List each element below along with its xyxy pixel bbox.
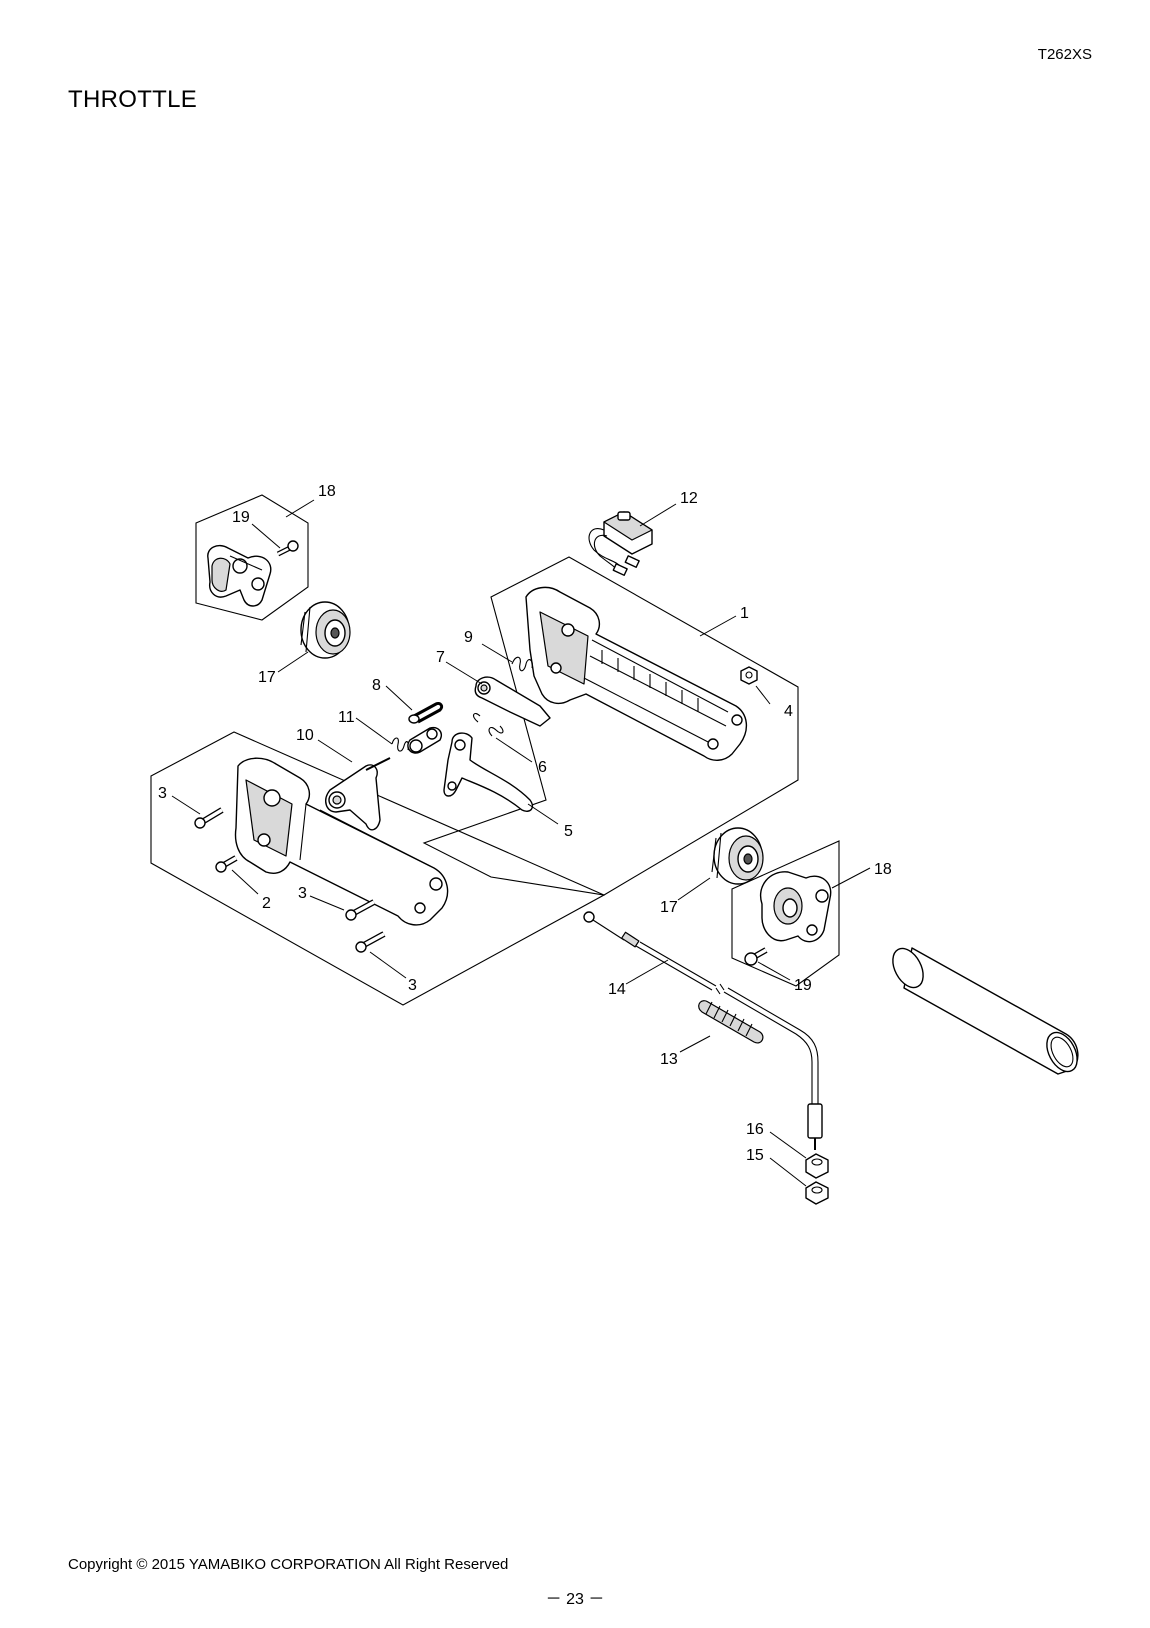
shaft-tube <box>892 947 1079 1075</box>
spring-tube-13 <box>698 1000 764 1044</box>
gear-ring-17-lower <box>711 827 764 885</box>
page-title: THROTTLE <box>68 86 198 113</box>
nut-4 <box>740 666 758 685</box>
callout-13: 13 <box>660 1051 678 1068</box>
frame-clamp-upper <box>195 494 309 621</box>
callout-3-middle: 3 <box>298 885 307 902</box>
spring-11 <box>391 737 410 752</box>
callout-11: 11 <box>338 709 355 726</box>
callout-17-lower: 17 <box>660 899 678 916</box>
callout-3-upper: 3 <box>158 785 167 802</box>
model-number: T262XS <box>1037 46 1092 63</box>
screw-2 <box>215 855 238 873</box>
frame-handle-cover-assembly <box>422 556 799 896</box>
pin-8 <box>408 702 444 724</box>
callout-19-upper: 19 <box>232 509 250 526</box>
lockout-lever-7 <box>474 676 551 727</box>
screw-3-lower <box>355 931 386 953</box>
linkage-part <box>407 726 442 754</box>
lower-clamp-part <box>759 871 832 943</box>
callout-18-lower: 18 <box>874 861 892 878</box>
callout-19-lower: 19 <box>794 977 812 994</box>
callout-6: 6 <box>538 759 547 776</box>
callout-2: 2 <box>262 895 271 912</box>
callout-4: 4 <box>784 703 793 720</box>
callout-15: 15 <box>746 1147 764 1164</box>
callout-9: 9 <box>464 629 473 646</box>
throttle-cable-14 <box>583 911 823 1150</box>
callout-17-upper: 17 <box>258 669 276 686</box>
stop-switch-12 <box>588 511 653 576</box>
screw-3-upper <box>194 807 224 829</box>
copyright-notice: Copyright © 2015 YAMABIKO CORPORATION Al… <box>68 1556 509 1573</box>
callout-1: 1 <box>740 605 749 622</box>
handle-lower <box>234 757 449 926</box>
nut-16 <box>805 1153 829 1179</box>
spring-9 <box>511 656 533 672</box>
callout-18-upper: 18 <box>318 483 336 500</box>
frame-handle-assembly <box>150 731 606 1006</box>
throttle-lever-5 <box>443 732 534 812</box>
callout-3-lower: 3 <box>408 977 417 994</box>
upper-clamp-part <box>207 544 272 607</box>
screw-19-upper <box>276 540 299 557</box>
callout-10: 10 <box>296 727 314 744</box>
callout-12: 12 <box>680 490 698 507</box>
callout-8: 8 <box>372 677 381 694</box>
screw-19-lower <box>744 947 768 966</box>
callout-5: 5 <box>564 823 573 840</box>
throttle-trigger-10 <box>325 757 391 831</box>
gear-ring-17-upper <box>300 601 351 659</box>
callout-14: 14 <box>608 981 626 998</box>
handle-cover-1 <box>525 586 747 761</box>
page-number: － 23 － <box>545 1591 605 1608</box>
screw-3-middle <box>345 899 376 921</box>
frame-clamp-lower <box>731 840 840 987</box>
callout-16: 16 <box>746 1121 764 1138</box>
nut-15 <box>805 1181 829 1205</box>
spring-6 <box>472 713 504 737</box>
callout-7: 7 <box>436 649 445 666</box>
leader-lines <box>171 499 871 1187</box>
